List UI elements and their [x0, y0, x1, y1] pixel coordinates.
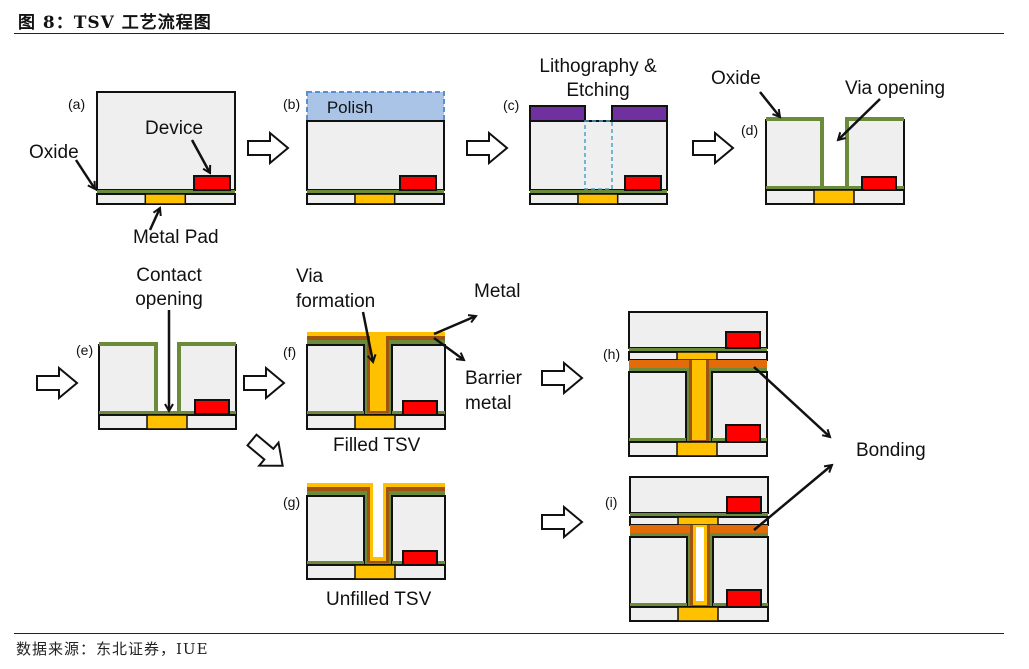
metal-pad-d: [813, 189, 855, 205]
photoresist-left: [529, 105, 586, 122]
callout-via-form-1: Via: [296, 266, 324, 287]
metal-pad: [144, 193, 187, 205]
i-top-pad: [677, 516, 719, 526]
oxide-liner-e: [99, 342, 236, 413]
figure-title: 图 8：TSV 工艺流程图: [18, 13, 212, 33]
callout-via-form-2: formation: [296, 291, 375, 312]
figure-source: 数据来源：东北证券，IUE: [16, 640, 209, 658]
process-arrow-f-h: [541, 360, 584, 396]
h-top-oxide: [629, 348, 767, 352]
i-top-oxide: [630, 513, 768, 517]
metal-pad: [354, 193, 396, 205]
pointer-oxide-a: [74, 159, 95, 189]
step-label-a: (a): [68, 96, 85, 112]
callout-barrier-2: metal: [465, 393, 511, 414]
device: [624, 175, 662, 191]
etch-outline: [584, 120, 613, 190]
polish-label: Polish: [327, 98, 373, 117]
oxide-layer: [307, 190, 444, 194]
device: [725, 331, 761, 349]
step-label-d: (d): [741, 122, 758, 138]
g-metal-pad: [354, 564, 396, 580]
f-oxide-bottom-l: [307, 411, 364, 415]
callout-metal-pad: Metal Pad: [133, 227, 219, 248]
h-via-metal: [692, 360, 706, 440]
device: [399, 175, 437, 191]
g-oxide-bottom-l: [307, 561, 364, 565]
device: [726, 589, 762, 608]
callout-oxide-a: Oxide: [29, 142, 79, 163]
i-via-void: [696, 527, 704, 601]
process-arrow-e-f: [243, 365, 286, 401]
device: [193, 175, 231, 191]
f-via-metal: [370, 332, 386, 411]
process-arrow-e-g: [246, 433, 284, 467]
f-metal-pad: [354, 414, 396, 430]
process-arrow-a-b: [247, 130, 290, 166]
h-metal-pad: [676, 441, 718, 457]
callout-barrier-1: Barrier: [465, 368, 523, 389]
metal-pad-e: [146, 414, 188, 430]
source-rule: [14, 633, 1004, 634]
pointer-barrier-metal: [433, 336, 464, 360]
oxide-liner-d: [766, 117, 904, 190]
pointer-metal: [433, 316, 476, 336]
f-substrate-left: [306, 344, 365, 416]
step-label-i: (i): [605, 494, 617, 510]
metal-pad: [577, 193, 619, 205]
i-oxide-bottom-l: [630, 603, 687, 607]
callout-via-opening: Via opening: [845, 78, 945, 99]
pointer-bonding-h: [753, 366, 830, 437]
pointer-device: [190, 139, 210, 173]
callout-litho-1: Lithography &: [539, 56, 657, 77]
pointer-via-formation: [361, 311, 373, 362]
callout-device: Device: [145, 118, 203, 139]
callout-contact-2: opening: [135, 289, 203, 310]
pointer-oxide-d: [759, 91, 780, 117]
h-substrate-left: [628, 371, 687, 443]
oxide-bottom-e: [99, 411, 236, 415]
pointer-bonding-i: [753, 465, 832, 531]
g-via-void: [373, 483, 383, 557]
oxide-layer: [97, 190, 235, 194]
device: [402, 400, 438, 416]
title-rule: [14, 33, 1004, 34]
step-label-h: (h): [603, 346, 620, 362]
callout-bonding: Bonding: [856, 440, 926, 461]
step-label-c: (c): [503, 97, 519, 113]
caption-unfilled-tsv: Unfilled TSV: [326, 589, 432, 610]
callout-contact-1: Contact: [136, 265, 202, 286]
step-label-f: (f): [283, 344, 296, 360]
g-substrate-left: [306, 495, 365, 566]
device: [726, 496, 762, 514]
step-label-e: (e): [76, 342, 93, 358]
h-top-pad: [676, 351, 718, 361]
h-oxide-bottom-l: [629, 438, 686, 442]
i-substrate-left: [629, 536, 688, 608]
device: [861, 176, 897, 191]
process-arrow-b-c: [466, 130, 509, 166]
i-metal-pad: [677, 606, 719, 622]
process-arrow-g-i: [541, 504, 584, 540]
step-label-g: (g): [283, 494, 300, 510]
photoresist-right: [611, 105, 668, 122]
device: [194, 399, 230, 415]
oxide-layer: [530, 190, 667, 194]
substrate-left-d: [765, 119, 822, 191]
process-arrow-d-e: [36, 365, 79, 401]
callout-oxide-d: Oxide: [711, 68, 761, 89]
pointer-via-opening: [838, 98, 881, 140]
process-arrow-c-d: [692, 130, 735, 166]
callout-metal: Metal: [474, 281, 520, 302]
pointer-metal-pad: [148, 208, 160, 231]
substrate-left-e: [98, 344, 156, 416]
step-label-b: (b): [283, 96, 300, 112]
device: [725, 424, 761, 443]
caption-filled-tsv: Filled TSV: [333, 435, 421, 456]
substrate-a: [96, 91, 236, 191]
device: [402, 550, 438, 566]
callout-litho-2: Etching: [566, 80, 629, 101]
